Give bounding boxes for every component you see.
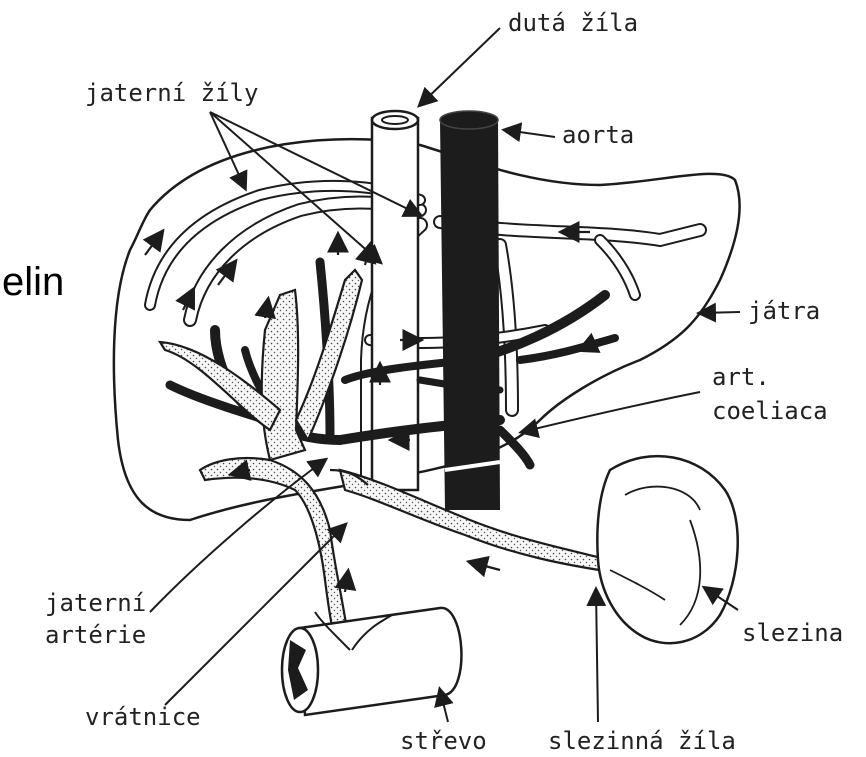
aorta-vessel bbox=[440, 111, 500, 510]
spleen bbox=[597, 456, 737, 643]
cropped-side-text: elin bbox=[2, 260, 64, 305]
label-slezinna-zila: slezinná žíla bbox=[548, 728, 736, 756]
intestine bbox=[282, 608, 461, 715]
label-jaterni: jaterní bbox=[45, 590, 146, 618]
label-aorta: aorta bbox=[562, 122, 634, 150]
label-jaterni-zily: jaterní žíly bbox=[85, 80, 258, 108]
label-duta-zila: dutá žíla bbox=[508, 10, 638, 38]
label-art: art. bbox=[712, 364, 770, 392]
label-jatra: játra bbox=[748, 298, 820, 326]
label-coeliaca: coeliaca bbox=[712, 398, 828, 426]
label-slezina: slezina bbox=[742, 620, 843, 648]
label-arterie: artérie bbox=[45, 622, 146, 650]
label-vratnice: vrátnice bbox=[85, 704, 201, 732]
label-strevo: střevo bbox=[400, 728, 487, 756]
